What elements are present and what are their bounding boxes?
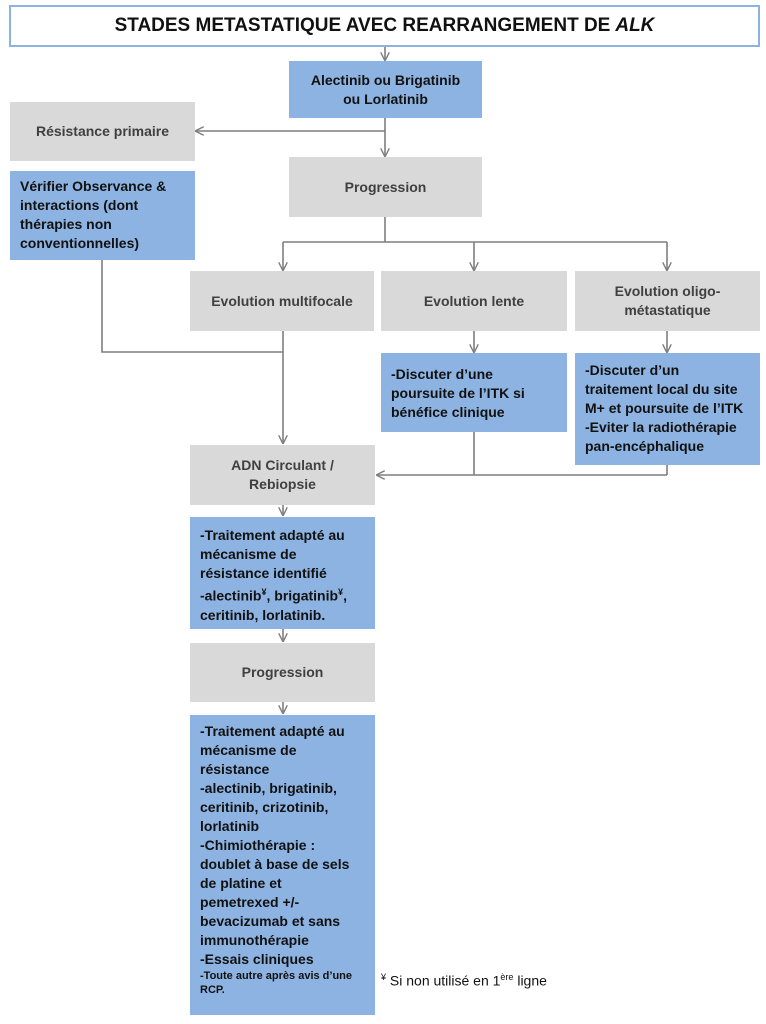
third-line-text-6: lorlatinib xyxy=(200,818,260,834)
third-line-text-12: immunothérapie xyxy=(200,932,309,948)
ctdna-rebiopsy-box: ADN Circulant / Rebiopsie xyxy=(190,445,375,505)
slow-action-text-2: poursuite de l’ITK si xyxy=(391,385,525,401)
oligo-action-text-3: M+ et poursuite de l’ITK xyxy=(585,400,744,416)
first-line-text-1: Alectinib ou Brigatinib xyxy=(310,71,461,88)
footnote-after: ligne xyxy=(513,972,547,989)
footnote-superscript: ère xyxy=(500,972,514,982)
footnote-text: Si non utilisé en 1 xyxy=(386,972,501,989)
second-line-comma: , xyxy=(343,587,347,604)
primary-resistance-box: Résistance primaire xyxy=(10,102,195,161)
page-title: STADES METASTATIQUE AVEC REARRANGEMENT D… xyxy=(9,5,760,47)
first-line-treatment-box: Alectinib ou Brigatinib ou Lorlatinib xyxy=(289,61,482,118)
footnote-mark-brigatinib: ¥ xyxy=(338,587,344,597)
third-line-text-7: -Chimiothérapie : xyxy=(200,837,316,853)
title-text: STADES METASTATIQUE AVEC REARRANGEMENT D… xyxy=(114,15,611,36)
multifocal-text: Evolution multifocale xyxy=(211,292,353,309)
footnote: ¥ Si non utilisé en 1ère ligne xyxy=(381,972,547,989)
second-line-alectinib: -alectinib xyxy=(200,587,262,604)
progression-2-text: Progression xyxy=(241,664,324,680)
third-line-text-11: bevacizumab et sans xyxy=(200,913,341,929)
second-line-text-4: -alectinib¥, brigatinib¥, xyxy=(200,583,367,606)
third-line-text-2: mécanisme de xyxy=(200,742,297,758)
verify-compliance-box: Vérifier Observance & interactions (dont… xyxy=(10,171,195,260)
second-line-text-5: ceritinib, lorlatinib. xyxy=(200,606,326,623)
third-line-small-1: -Toute autre après avis d’une xyxy=(200,970,353,982)
third-line-small-2: RCP. xyxy=(200,984,225,996)
first-line-text-2: ou Lorlatinib xyxy=(343,90,428,107)
ctdna-text-2: Rebiopsie xyxy=(249,476,316,492)
multifocal-evolution-box: Evolution multifocale xyxy=(190,271,374,331)
second-line-text-3: résistance identifié xyxy=(200,565,327,581)
footnote-mark: ¥ xyxy=(381,972,387,982)
oligo-evolution-box: Evolution oligo- métastatique xyxy=(575,271,760,331)
third-line-text-5: ceritinib, crizotinib, xyxy=(200,799,329,815)
verify-text-3: thérapies non xyxy=(20,216,112,232)
third-line-text-3: résistance xyxy=(200,761,270,777)
verify-text-4: conventionnelles) xyxy=(20,235,140,251)
oligo-text-2: métastatique xyxy=(624,302,711,318)
second-line-text-2: mécanisme de xyxy=(200,546,297,562)
second-line-brigatinib: , brigatinib xyxy=(266,587,339,604)
second-line-text-1: -Traitement adapté au xyxy=(200,527,345,543)
slow-action-text-3: bénéfice clinique xyxy=(391,404,505,420)
footnote-mark-alectinib: ¥ xyxy=(261,587,267,597)
ctdna-text-1: ADN Circulant / xyxy=(231,457,334,473)
third-line-text-8: doublet à base de sels xyxy=(200,856,350,872)
third-line-text-4: -alectinib, brigatinib, xyxy=(200,780,337,796)
title-gene: ALK xyxy=(615,15,655,36)
slow-evolution-action-box: -Discuter d’une poursuite de l’ITK si bé… xyxy=(381,353,567,432)
third-line-text-1: -Traitement adapté au xyxy=(200,723,345,739)
oligo-action-text-2: traitement local du site xyxy=(585,381,738,397)
oligo-action-text-1: -Discuter d’un xyxy=(585,362,680,378)
progression-1-text: Progression xyxy=(344,178,427,195)
third-line-text-13: -Essais cliniques xyxy=(200,951,314,967)
oligo-text-1: Evolution oligo- xyxy=(614,283,721,299)
verify-text-2: interactions (dont xyxy=(20,197,139,213)
verify-text-1: Vérifier Observance & xyxy=(20,178,167,194)
second-line-treatment-box: -Traitement adapté au mécanisme de résis… xyxy=(190,517,375,629)
third-line-text-9: de platine et xyxy=(200,875,282,891)
third-line-treatment-box: -Traitement adapté au mécanisme de résis… xyxy=(190,715,375,1015)
slow-action-text-1: -Discuter d’une xyxy=(391,366,493,382)
third-line-text-10: pemetrexed +/- xyxy=(200,894,300,910)
slow-evolution-box: Evolution lente xyxy=(381,271,567,331)
progression-box-1: Progression xyxy=(289,157,482,217)
slow-text: Evolution lente xyxy=(423,292,525,309)
primary-resistance-text: Résistance primaire xyxy=(35,123,170,139)
progression-box-2: Progression xyxy=(190,643,375,702)
oligo-evolution-action-box: -Discuter d’un traitement local du site … xyxy=(575,353,760,465)
oligo-action-text-4: -Eviter la radiothérapie xyxy=(585,419,737,435)
oligo-action-text-5: pan-encéphalique xyxy=(585,438,705,454)
